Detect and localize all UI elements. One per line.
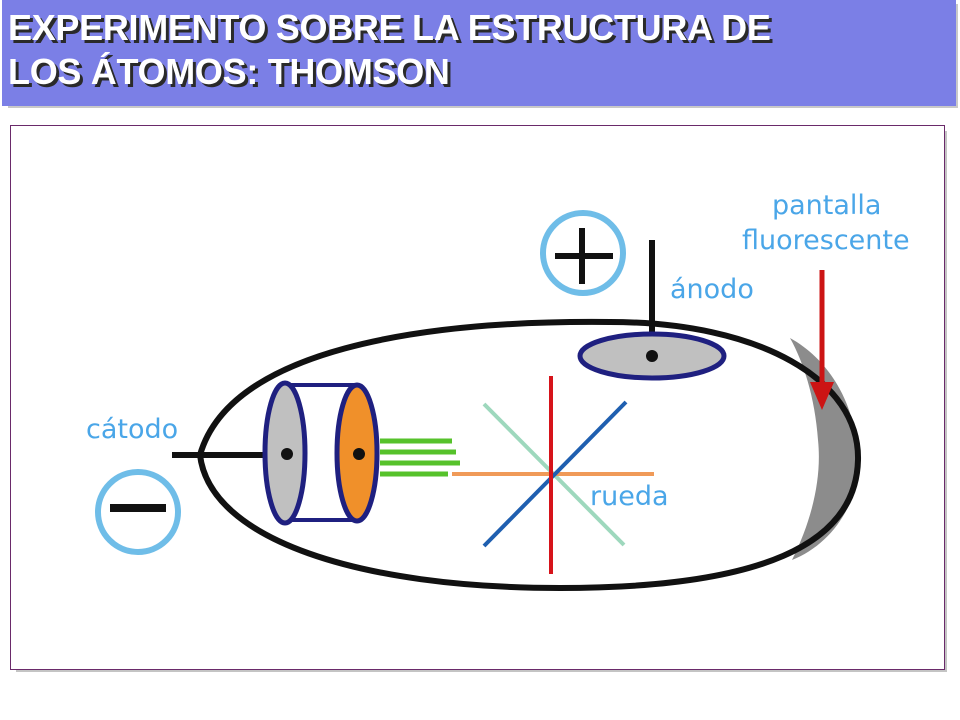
plus-icon <box>540 210 626 296</box>
diagram-frame <box>10 125 945 670</box>
cathode-label: cátodo <box>86 414 178 445</box>
cathode-disc-center <box>281 448 293 460</box>
screen-label-line-2: fluorescente <box>742 225 910 256</box>
title-line-1: EXPERIMENTO SOBRE LA ESTRUCTURA DE <box>8 7 771 48</box>
collimator-center <box>353 448 365 460</box>
fluorescent-screen <box>790 338 859 560</box>
wheel-label: rueda <box>590 481 669 512</box>
paddle-wheel <box>452 376 654 574</box>
screen-label-line-1: pantalla <box>772 190 881 221</box>
electron-beam <box>380 438 460 477</box>
minus-icon <box>95 469 181 555</box>
title-bar: EXPERIMENTO SOBRE LA ESTRUCTURA DE LOS Á… <box>2 0 956 106</box>
anode-label: ánodo <box>670 274 754 305</box>
anode-rod-tip <box>646 350 658 362</box>
vacuum-tube <box>196 318 862 592</box>
title-line-2: LOS ÁTOMOS: THOMSON <box>8 51 450 92</box>
screen-arrow <box>810 270 834 410</box>
